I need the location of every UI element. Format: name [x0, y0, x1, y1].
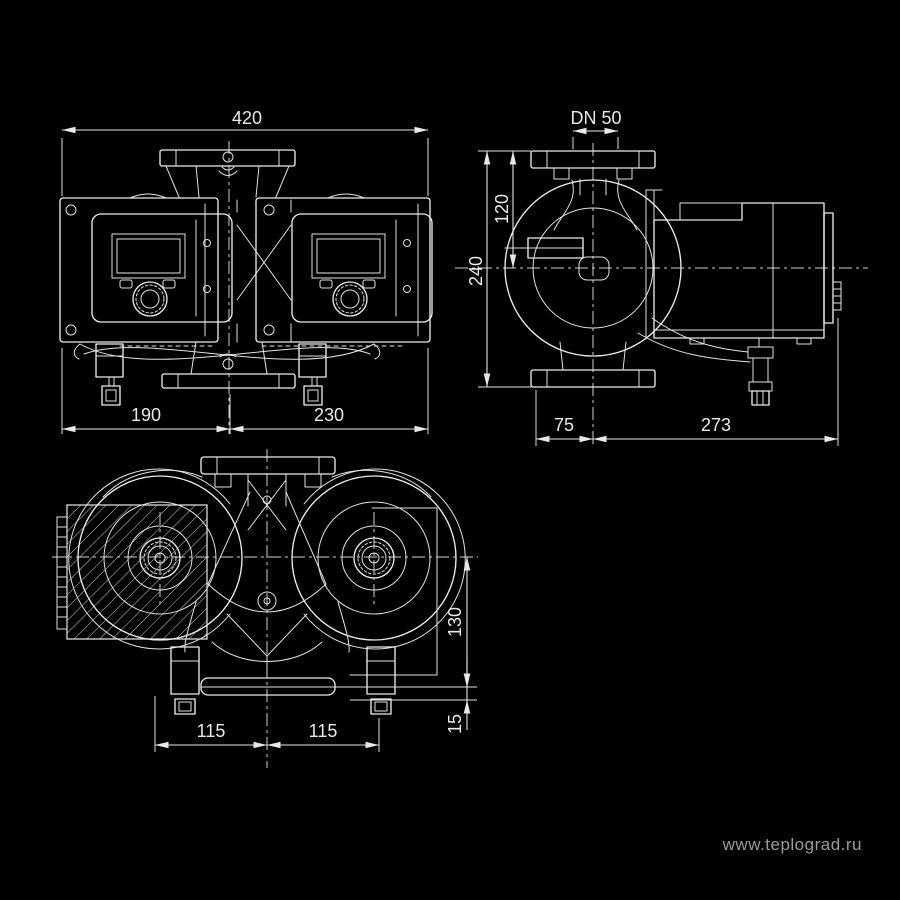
plan-top-flange: [200, 456, 336, 531]
dim-115-115: 115 115: [154, 696, 380, 752]
front-pump-bodies: [59, 193, 431, 347]
dim-15-label: 15: [445, 714, 465, 734]
dim-240-label: 240: [466, 256, 486, 286]
dim-75-label: 75: [554, 415, 574, 435]
right-hub: [353, 537, 395, 579]
vent-screw-icon: [222, 151, 234, 163]
left-hub: [139, 537, 181, 579]
dim-190-230: 190 230: [61, 348, 429, 434]
dim-130-label: 130: [445, 607, 465, 637]
side-plug-assembly: [637, 317, 774, 406]
watermark-url: www.teplograd.ru: [722, 835, 862, 854]
left-button-1: [119, 279, 133, 289]
dim-130-15: 130 15: [201, 557, 477, 734]
right-display: [311, 233, 386, 279]
dim-115-right-label: 115: [309, 721, 338, 741]
dim-dn50-label: DN 50: [570, 108, 621, 128]
dim-75-273: 75 273: [535, 318, 839, 446]
left-button-2: [162, 279, 176, 289]
cable-right: [83, 343, 375, 360]
side-view: DN 50 120 240 75 273: [455, 108, 868, 448]
side-motor: [645, 189, 842, 345]
shell-bracket: [349, 507, 438, 676]
dim-190-label: 190: [131, 405, 161, 425]
front-view: 420 190 230: [59, 108, 433, 434]
right-button-1: [319, 279, 333, 289]
dim-dn50: DN 50: [570, 108, 622, 149]
dim-420: 420: [61, 108, 429, 196]
dim-420-label: 420: [232, 108, 262, 128]
plan-view: 130 15 115 115: [52, 449, 478, 768]
side-bottom-flange: [530, 341, 656, 388]
dim-273-label: 273: [701, 415, 731, 435]
right-knob: [332, 281, 368, 317]
dim-120-240: 120 240: [466, 150, 531, 388]
side-volute: [504, 179, 682, 357]
front-bottom-assembly: [73, 341, 381, 406]
dim-230-label: 230: [314, 405, 344, 425]
dim-115-left-label: 115: [197, 721, 226, 741]
dim-120-label: 120: [492, 194, 512, 224]
right-control-module: [291, 213, 433, 323]
insulation-block: [56, 504, 208, 640]
left-control-module: [91, 213, 233, 323]
side-top-flange: [530, 150, 656, 231]
front-top-flange: [159, 149, 296, 198]
right-button-2: [362, 279, 376, 289]
left-display: [111, 233, 186, 279]
left-knob: [132, 281, 168, 317]
